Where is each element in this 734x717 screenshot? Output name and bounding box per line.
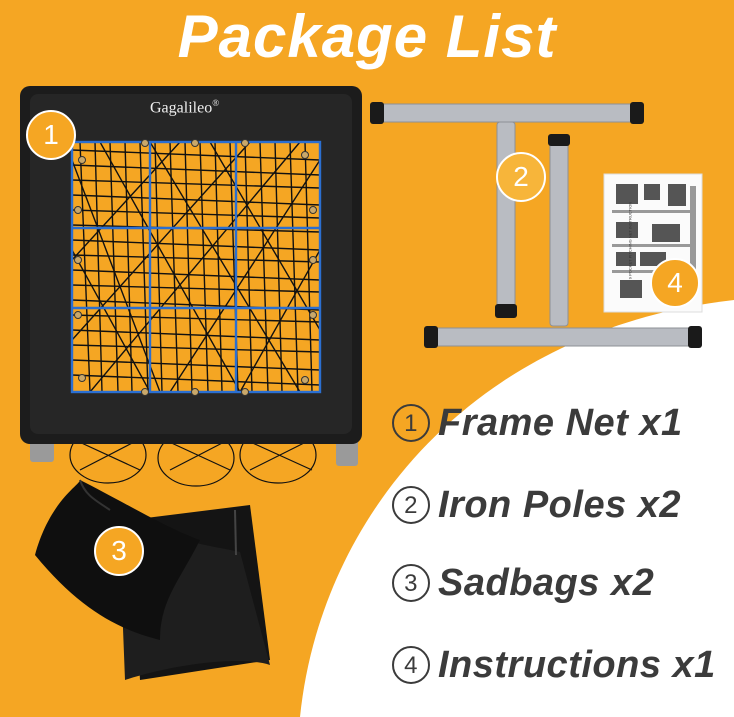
list-item-label: Sadbags x2	[438, 562, 655, 604]
badge-iron-poles: 2	[496, 152, 546, 202]
brand-logo: Gagalileo®	[150, 98, 220, 117]
badge-instructions: 4	[650, 258, 700, 308]
number-circle: 1	[392, 404, 430, 442]
list-item-label: Iron Poles x2	[438, 484, 682, 526]
badge-sandbags: 3	[94, 526, 144, 576]
number-circle: 4	[392, 646, 430, 684]
number-circle: 3	[392, 564, 430, 602]
page-title: Package List	[177, 3, 557, 70]
manual-title: 9 POCKET PITCHING NET INSTRUCTION	[627, 201, 633, 280]
list-item-label: Frame Net x1	[438, 402, 683, 444]
list-item-label: Instructions x1	[438, 644, 716, 686]
number-circle: 2	[392, 486, 430, 524]
badge-frame-net: 1	[26, 110, 76, 160]
